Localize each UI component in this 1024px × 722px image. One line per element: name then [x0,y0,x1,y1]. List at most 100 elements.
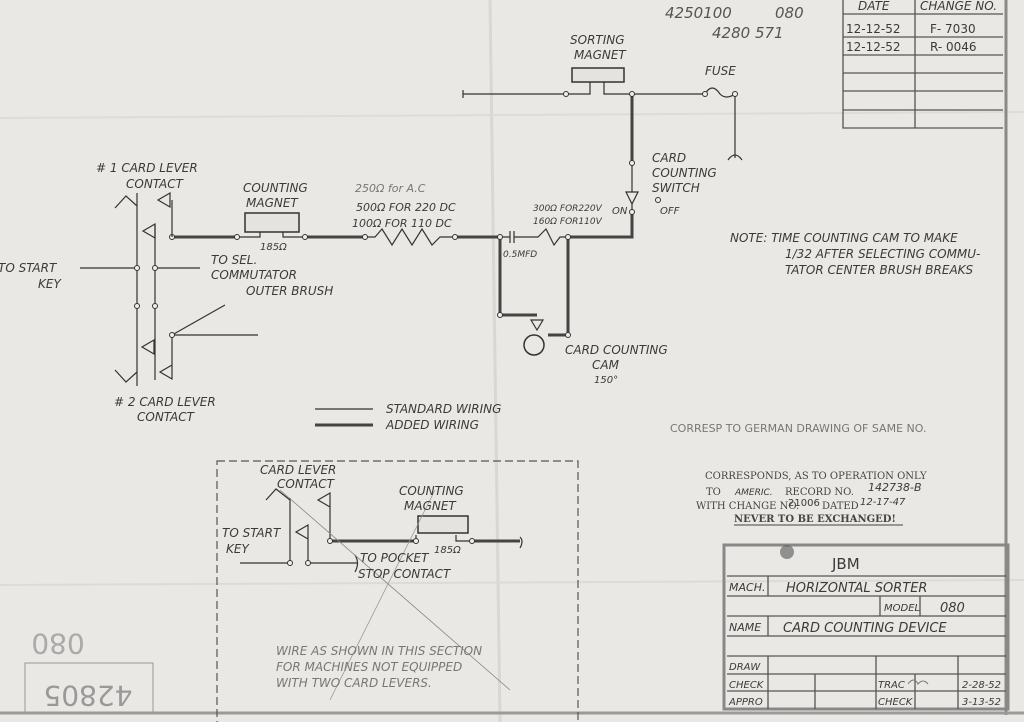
cam-label: CAM [592,358,620,372]
company-name: JBM [831,555,860,573]
lever1-label: # 1 CARD LEVER [96,161,198,175]
inset-magnet-label: MAGNET [404,499,457,513]
inset-magnet-resistance: 185Ω [434,545,461,556]
upside-down-stamp: 080 42805 [24,627,154,714]
resistor-220-value: 500Ω FOR 220 DC [356,201,456,214]
switch-label: SWITCH [652,181,700,195]
timing-note: 1/32 AFTER SELECTING COMMU- [785,247,980,261]
commutator-label: COMMUTATOR [211,268,297,282]
paper-fold [488,0,502,722]
machine-name: HORIZONTAL SORTER [786,581,927,596]
table-header-date: DATE [858,0,890,13]
legend-added: ADDED WIRING [385,418,479,432]
timing-note: TATOR CENTER BRUSH BREAKS [785,263,974,277]
inset-note: WITH TWO CARD LEVERS. [276,676,432,690]
cam-symbol [523,334,545,356]
timing-note: NOTE: TIME COUNTING CAM TO MAKE [730,231,958,245]
switch-on-label: ON [612,206,628,217]
table-cell-date: 12-12-52 [846,22,900,36]
inset-lever-label: CONTACT [277,477,336,491]
table-cell-change: F- 7030 [930,22,976,36]
paper-fold [0,579,1024,586]
switch-label: COUNTING [652,166,717,180]
trac-label: TRAC [878,680,905,691]
stamp-line: RECORD NO. [785,487,854,498]
capacitor-value: 0.5MFD [503,250,537,260]
switch-label: CARD [652,151,686,165]
resistor2-110-value: 160Ω FOR110V [533,217,603,227]
mach-label: MACH. [729,581,765,594]
correspondence-stamp: CORRESPONDS, AS TO OPERATION ONLY TO AME… [696,471,927,526]
counting-magnet-label: MAGNET [246,196,299,210]
cam-angle: 150° [594,375,618,386]
inset-magnet-label: COUNTING [399,484,464,498]
legend-standard: STANDARD WIRING [386,402,501,416]
table-header-change: CHANGE NO. [920,0,997,13]
handwritten-model: 080 [775,4,804,22]
stamp-line: TO [706,487,721,498]
stamp-line: WITH CHANGE NO. [696,501,799,512]
sorting-magnet-label: SORTING [570,33,625,47]
commutator-label: OUTER BRUSH [246,284,333,298]
stamp-drawing-number: 42805 [43,679,132,712]
resistor2-220-value: 300Ω FOR220V [533,204,603,214]
check-date: 3-13-52 [962,697,1001,708]
resistor-symbol [365,227,455,247]
capacitor-resistor [500,227,568,247]
sorting-magnet-label: MAGNET [574,48,627,62]
stamp-ref: AMERIC. [734,488,773,498]
inset-lever-label: CARD LEVER [260,463,336,477]
cam-contact [529,319,545,332]
handwritten-number: 4250100 [665,4,732,22]
check-label: CHECK [729,680,765,691]
model-number: 080 [940,601,965,616]
resistor-ac-value: 250Ω for A.C [355,182,426,195]
inset-start-key-label: TO START [222,526,282,540]
model-label: MODEL [884,603,920,614]
check2-label: CHECK [878,697,914,708]
exchange-warning: NEVER TO BE EXCHANGED! [734,514,896,525]
stamp-line: CORRESPONDS, AS TO OPERATION ONLY [705,471,927,482]
switch-off-label: OFF [660,206,680,217]
stamp-date: 12-17-47 [860,497,906,508]
cam-label: CARD COUNTING [565,343,668,357]
wiring-legend: STANDARD WIRING ADDED WIRING [315,402,501,432]
magnet-resistance: 185Ω [260,242,287,253]
title-block: JBM MACH. HORIZONTAL SORTER MODEL 080 NA… [722,543,1010,711]
lever2-label: # 2 CARD LEVER [114,395,216,409]
german-reference: CORRESP TO GERMAN DRAWING OF SAME NO. [670,422,926,435]
record-number: 142738-B [868,481,922,494]
stamp-line: DATED [822,501,859,512]
single-lever-inset: CARD LEVER CONTACT COUNTING MAGNET 185Ω … [216,460,579,722]
counting-circuit: COUNTING MAGNET 185Ω 250Ω for A.C 500Ω F… [169,181,668,386]
card-lever-contacts: # 1 CARD LEVER CONTACT # 2 CARD LEVER CO… [0,161,333,424]
inset-pocket-stop-label: TO POCKET [360,551,430,565]
inset-counting-magnet-coil [417,515,469,534]
stamp-model-number: 080 [31,627,84,660]
handwritten-number-2: 4280 571 [712,24,784,42]
inset-note: FOR MACHINES NOT EQUIPPED [276,660,462,674]
revision-table: DATE CHANGE NO. 12-12-52 F- 7030 12-12-5… [842,0,1003,129]
lever2-label: CONTACT [137,410,196,424]
paper-fold [0,111,1024,119]
inset-pocket-stop-label: STOP CONTACT [358,567,452,581]
start-key-label: KEY [38,277,62,291]
device-name: CARD COUNTING DEVICE [783,621,947,636]
sorting-magnet-coil [571,67,625,83]
inset-start-key-label: KEY [226,542,250,556]
resistor-110-value: 100Ω FOR 110 DC [352,217,452,230]
table-cell-change: R- 0046 [930,40,977,54]
inset-note: WIRE AS SHOWN IN THIS SECTION [276,644,482,658]
name-label: NAME [729,621,761,634]
commutator-label: TO SEL. [211,253,257,267]
counting-magnet-label: COUNTING [243,181,308,195]
start-key-label: TO START [0,261,58,275]
sorting-magnet-circuit: SORTING MAGNET FUSE CARD COUNTING SWITCH… [462,33,743,239]
change-number: 21006 [788,498,820,509]
table-cell-date: 12-12-52 [846,40,900,54]
lever1-label: CONTACT [126,177,185,191]
fuse-label: FUSE [705,64,736,78]
tracer-signature [907,679,929,685]
fuse-symbol [704,87,736,98]
